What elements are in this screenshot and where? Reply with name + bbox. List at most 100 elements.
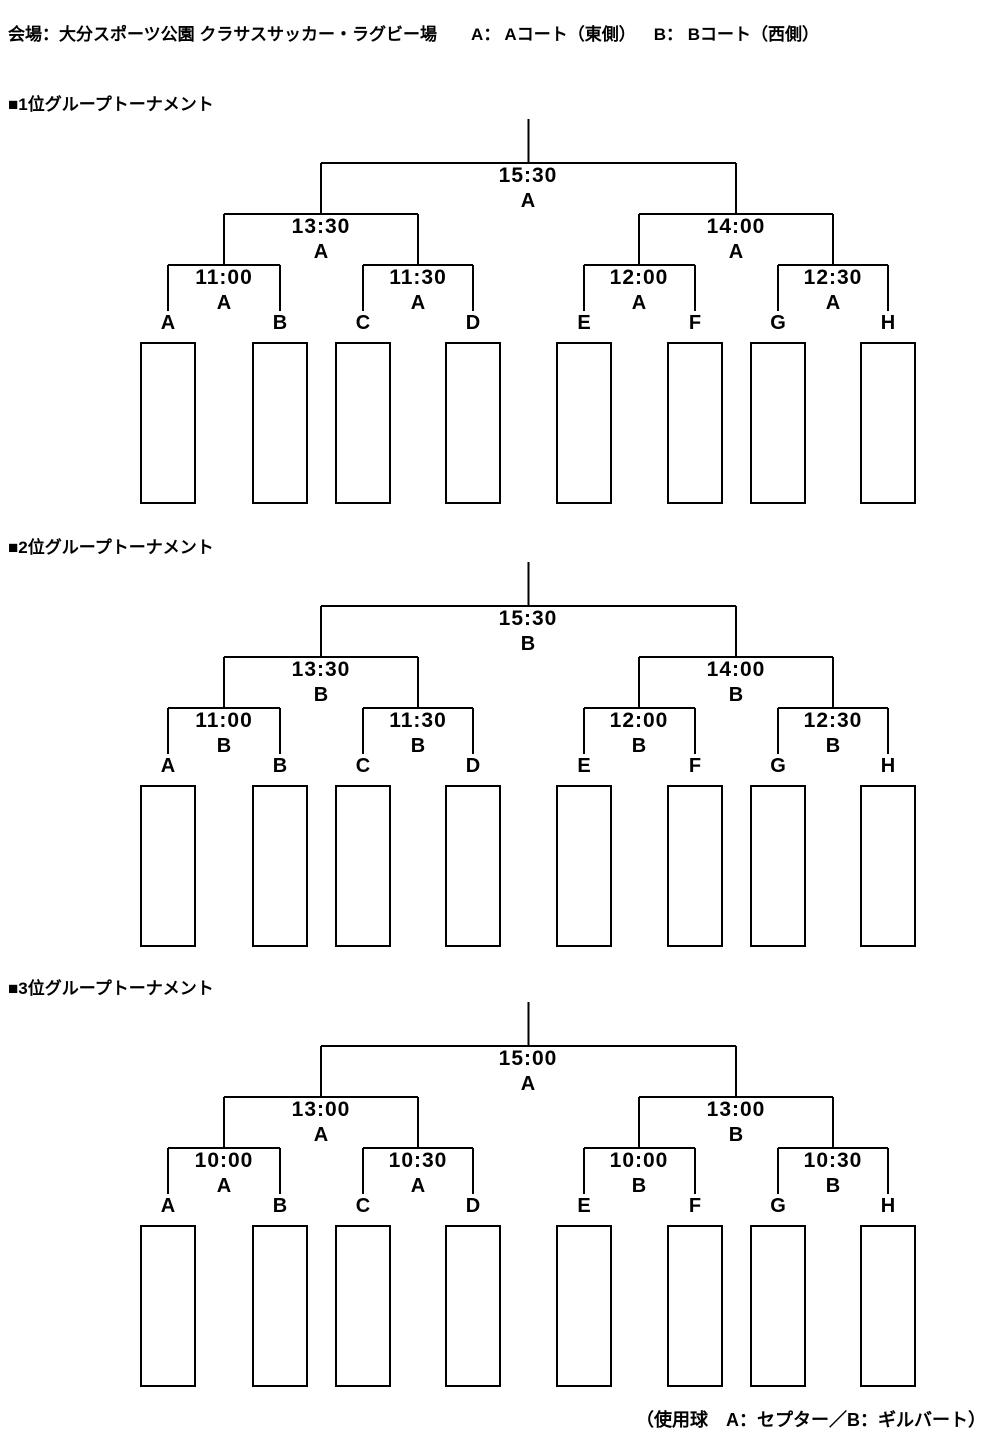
quarterfinal-2-time: 11:30 — [389, 709, 447, 732]
team-slot-box-a — [140, 785, 196, 947]
ball-usage-note: （使用球 A：セプター／B：ギルバート） — [636, 1410, 986, 1430]
semifinal-1-time: 13:30 — [291, 658, 351, 681]
final-time: 15:30 — [498, 607, 558, 630]
team-label-e: E — [577, 755, 591, 777]
team-label-d: D — [465, 755, 481, 777]
team-label-d: D — [465, 1195, 481, 1217]
team-slot-box-d — [445, 1225, 501, 1387]
section-title-2nd-group: ■2位グループトーナメント — [8, 538, 214, 557]
final-time: 15:00 — [498, 1047, 558, 1070]
team-label-d: D — [465, 312, 481, 334]
semifinal-2-court: B — [728, 684, 744, 706]
semifinal-1-court: B — [313, 684, 329, 706]
team-slot-box-c — [335, 342, 391, 504]
team-slot-box-f — [667, 785, 723, 947]
team-label-h: H — [880, 755, 896, 777]
final-court: B — [520, 633, 536, 655]
quarterfinal-3-court: B — [631, 735, 647, 757]
team-label-a: A — [160, 312, 176, 334]
quarterfinal-1-time: 11:00 — [195, 709, 253, 732]
bracket-1st-group: 15:30 A 13:30 A 14:00 A 11:00 A 11:30 A … — [0, 119, 1000, 509]
section-title-1st-group: ■1位グループトーナメント — [8, 95, 214, 114]
bracket-connector-lines — [167, 119, 889, 311]
team-label-g: G — [770, 312, 786, 334]
final-court: A — [520, 1073, 536, 1095]
team-slot-box-f — [667, 342, 723, 504]
team-slot-box-b — [252, 785, 308, 947]
semifinal-2-time: 13:00 — [706, 1098, 766, 1121]
semifinal-2-time: 14:00 — [706, 215, 766, 238]
quarterfinal-4-time: 12:30 — [803, 709, 863, 732]
semifinal-2-court: B — [728, 1124, 744, 1146]
team-slot-box-d — [445, 785, 501, 947]
quarterfinal-2-time: 10:30 — [388, 1149, 448, 1172]
semifinal-1-time: 13:30 — [291, 215, 351, 238]
team-label-h: H — [880, 312, 896, 334]
quarterfinal-4-court: B — [825, 735, 841, 757]
section-title-3rd-group: ■3位グループトーナメント — [8, 979, 214, 998]
team-slot-box-a — [140, 342, 196, 504]
quarterfinal-3-time: 12:00 — [609, 709, 669, 732]
quarterfinal-4-court: B — [825, 1175, 841, 1197]
semifinal-2-time: 14:00 — [706, 658, 766, 681]
team-label-c: C — [355, 312, 371, 334]
team-label-h: H — [880, 1195, 896, 1217]
team-label-g: G — [770, 1195, 786, 1217]
team-slot-box-e — [556, 785, 612, 947]
team-label-g: G — [770, 755, 786, 777]
quarterfinal-2-court: B — [410, 735, 426, 757]
team-label-a: A — [160, 755, 176, 777]
bracket-connector-lines — [167, 1002, 889, 1194]
quarterfinal-3-court: A — [631, 292, 647, 314]
team-label-f: F — [688, 312, 702, 334]
team-label-b: B — [272, 1195, 288, 1217]
quarterfinal-2-court: A — [410, 292, 426, 314]
bracket-3rd-group: 15:00 A 13:00 A 13:00 B 10:00 A 10:30 A … — [0, 1002, 1000, 1392]
team-slot-box-h — [860, 342, 916, 504]
team-slot-box-g — [750, 785, 806, 947]
semifinal-1-court: A — [313, 241, 329, 263]
final-court: A — [520, 190, 536, 212]
quarterfinal-3-time: 12:00 — [609, 266, 669, 289]
court-a-legend: A： Aコート（東側） — [471, 25, 636, 44]
team-slot-box-d — [445, 342, 501, 504]
team-label-b: B — [272, 755, 288, 777]
team-slot-box-g — [750, 1225, 806, 1387]
team-label-b: B — [272, 312, 288, 334]
team-slot-box-c — [335, 1225, 391, 1387]
quarterfinal-1-time: 11:00 — [195, 266, 253, 289]
final-time: 15:30 — [498, 164, 558, 187]
quarterfinal-4-time: 12:30 — [803, 266, 863, 289]
quarterfinal-3-time: 10:00 — [609, 1149, 669, 1172]
team-slot-box-h — [860, 1225, 916, 1387]
quarterfinal-1-court: A — [216, 1175, 232, 1197]
team-slot-box-b — [252, 342, 308, 504]
team-label-c: C — [355, 1195, 371, 1217]
quarterfinal-2-court: A — [410, 1175, 426, 1197]
team-label-f: F — [688, 755, 702, 777]
team-slot-box-b — [252, 1225, 308, 1387]
team-label-a: A — [160, 1195, 176, 1217]
quarterfinal-2-time: 11:30 — [389, 266, 447, 289]
team-slot-box-h — [860, 785, 916, 947]
team-label-e: E — [577, 1195, 591, 1217]
team-slot-box-c — [335, 785, 391, 947]
team-slot-box-e — [556, 1225, 612, 1387]
team-slot-box-e — [556, 342, 612, 504]
quarterfinal-1-time: 10:00 — [194, 1149, 254, 1172]
team-slot-box-g — [750, 342, 806, 504]
team-slot-box-a — [140, 1225, 196, 1387]
team-label-f: F — [688, 1195, 702, 1217]
quarterfinal-4-court: A — [825, 292, 841, 314]
venue-name: 会場：大分スポーツ公園 クラサスサッカー・ラグビー場 — [8, 25, 438, 44]
team-label-c: C — [355, 755, 371, 777]
bracket-2nd-group: 15:30 B 13:30 B 14:00 B 11:00 B 11:30 B … — [0, 562, 1000, 952]
venue-header: 会場：大分スポーツ公園 クラサスサッカー・ラグビー場 A： Aコート（東側） B… — [8, 20, 819, 45]
quarterfinal-1-court: A — [216, 292, 232, 314]
bracket-connector-lines — [167, 562, 889, 754]
semifinal-1-court: A — [313, 1124, 329, 1146]
semifinal-2-court: A — [728, 241, 744, 263]
quarterfinal-3-court: B — [631, 1175, 647, 1197]
team-label-e: E — [577, 312, 591, 334]
